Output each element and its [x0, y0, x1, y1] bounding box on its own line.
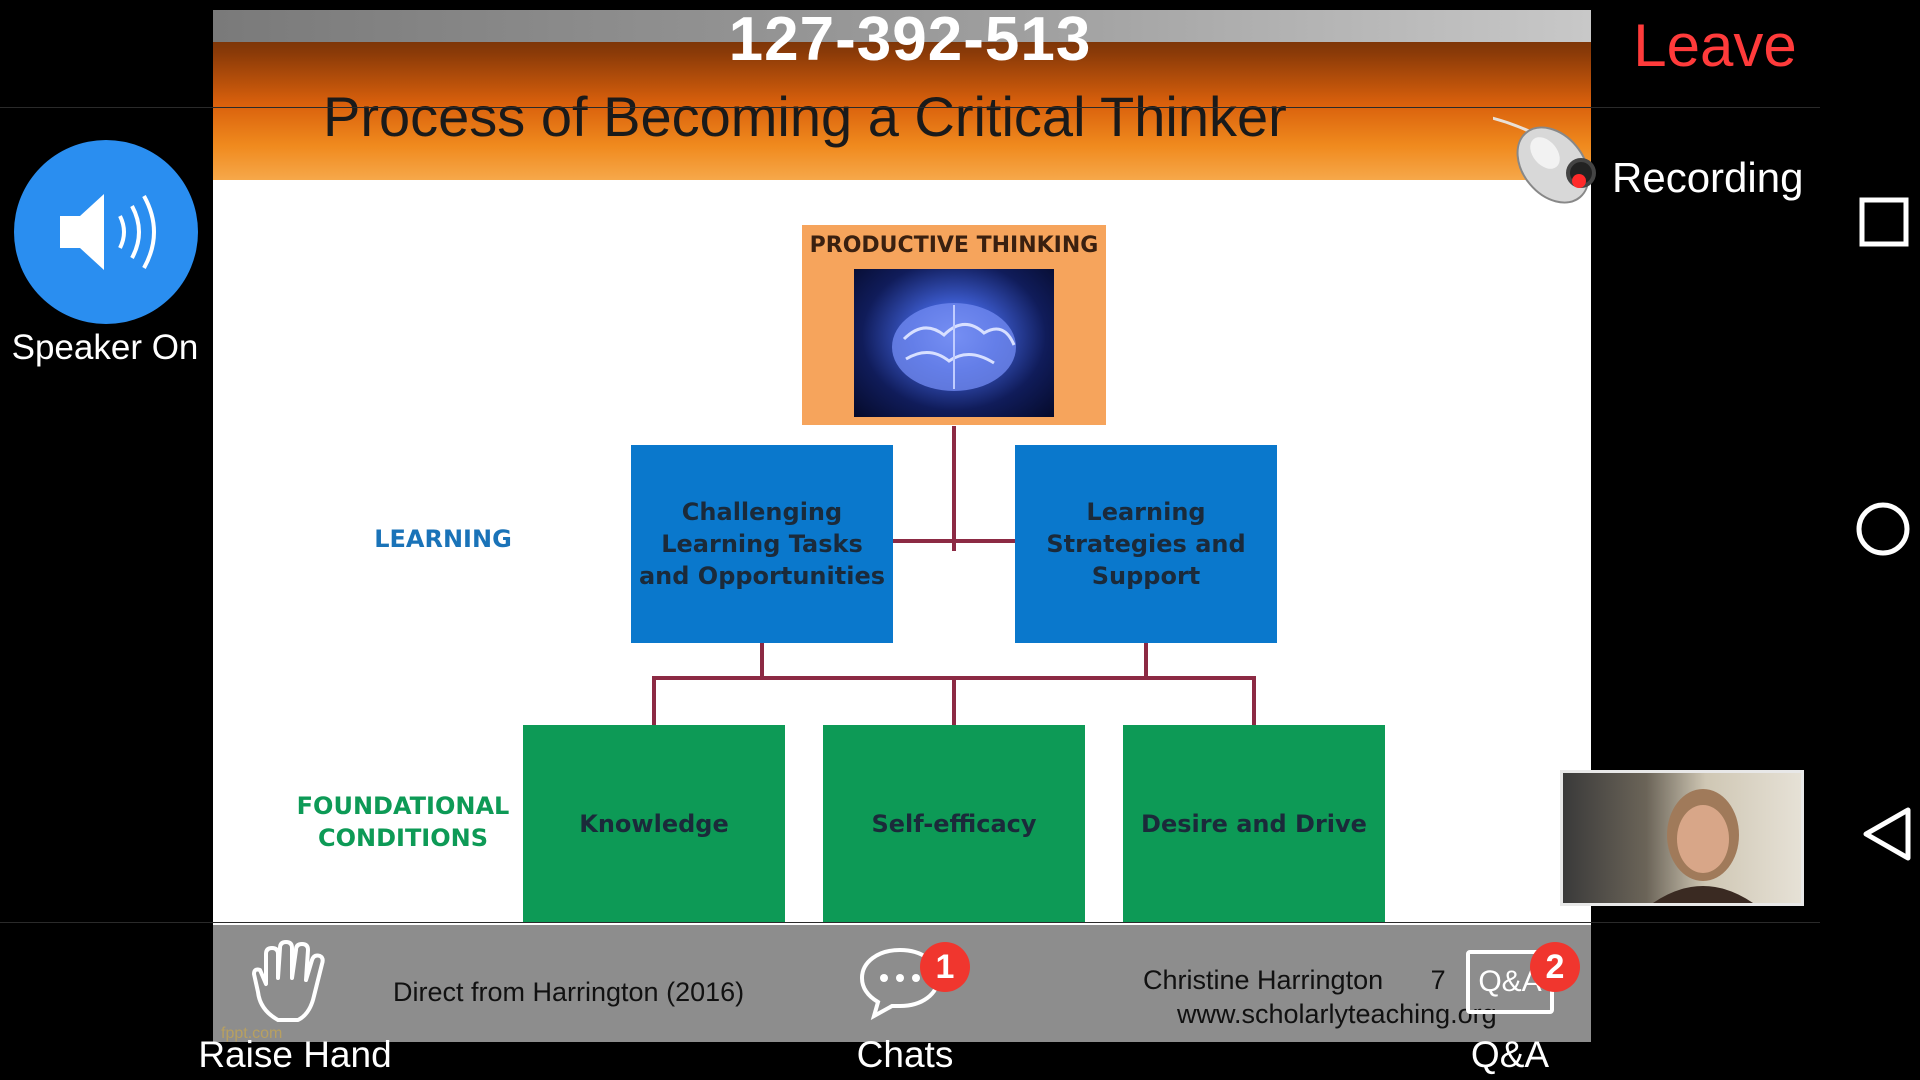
connector-line	[1144, 643, 1148, 678]
slide-footer: Direct from Harrington (2016) Christine …	[213, 925, 1591, 1042]
productive-thinking-box: PRODUCTIVE THINKING	[802, 225, 1106, 425]
raise-hand-label[interactable]: Raise Hand	[198, 1034, 392, 1075]
learning-box: Challenging Learning Tasks and Opportuni…	[631, 445, 893, 643]
raise-hand-icon[interactable]	[248, 940, 340, 1024]
slide-header-band	[213, 10, 1591, 42]
chats-label[interactable]: Chats	[856, 1034, 954, 1075]
meeting-id: 127-392-513	[728, 5, 1092, 74]
connector-line	[952, 426, 956, 551]
recording-dot-icon	[1572, 174, 1586, 188]
recents-square-icon[interactable]	[1858, 196, 1910, 248]
bottom-divider	[0, 922, 1820, 923]
slide-author: Christine Harrington 7	[1143, 965, 1446, 996]
watermark: fppt.com	[221, 1025, 283, 1042]
author-name: Christine Harrington	[1143, 965, 1384, 995]
participant-face-icon	[1653, 789, 1753, 903]
learning-row-label: LEARNING	[374, 525, 512, 553]
leave-button[interactable]: Leave	[1633, 12, 1797, 79]
top-divider	[0, 107, 1820, 108]
slide-credit: Direct from Harrington (2016)	[393, 977, 745, 1007]
connector-line	[760, 643, 764, 678]
connector-line	[952, 676, 956, 725]
foundational-box: Desire and Drive	[1123, 725, 1385, 923]
recording-label: Recording	[1612, 154, 1804, 201]
speaker-button[interactable]	[14, 140, 198, 324]
page-number: 7	[1430, 965, 1446, 995]
connector-line	[652, 676, 656, 725]
learning-box: Learning Strategies and Support	[1015, 445, 1277, 643]
chats-badge: 1	[920, 942, 970, 992]
brain-image	[854, 269, 1054, 417]
foundational-box: Knowledge	[523, 725, 785, 923]
brain-icon	[892, 303, 1016, 391]
slide-title: Process of Becoming a Critical Thinker	[323, 85, 1287, 148]
qa-badge: 2	[1530, 942, 1580, 992]
connector-line	[1252, 676, 1256, 725]
back-triangle-icon[interactable]	[1858, 804, 1914, 864]
speaker-label: Speaker On	[11, 328, 199, 367]
slide-website: www.scholarlyteaching.org	[1177, 999, 1497, 1029]
presentation-slide: Process of Becoming a Critical Thinker P…	[213, 10, 1591, 1042]
home-circle-icon[interactable]	[1854, 500, 1912, 558]
foundational-box: Self-efficacy	[823, 725, 1085, 923]
speaker-icon	[60, 194, 156, 270]
productive-thinking-label: PRODUCTIVE THINKING	[809, 233, 1099, 258]
connector-line	[893, 539, 1015, 543]
qa-label[interactable]: Q&A	[1470, 1034, 1550, 1075]
participant-video[interactable]	[1560, 770, 1804, 906]
foundational-row-label: FOUNDATIONAL CONDITIONS	[296, 792, 510, 852]
